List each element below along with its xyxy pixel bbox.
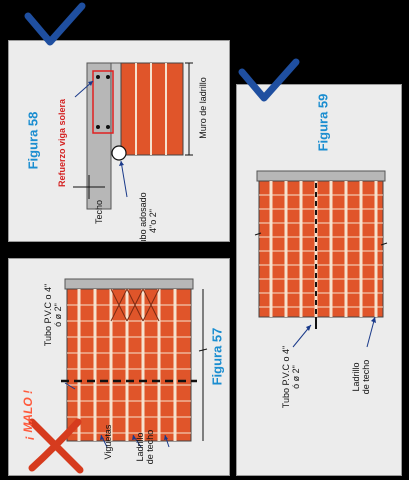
rebar-dots [96,75,110,129]
ladrillo-59-line2: de techo [361,359,371,395]
figure-59-panel: Figura 59 Tubo P.V.C o 4" ó ø 2" Ladrill… [236,84,402,476]
ladrillo-59-label: Ladrillo de techo [351,347,371,407]
checkmark-icon [238,58,300,102]
figure-58-title: Figura 58 [25,111,41,170]
ladrillo-57-label: Ladrillo de techo [135,419,155,475]
malo-warning: ¡ MALO ! [21,390,35,440]
ladrillo-57-line2: de techo [145,429,155,465]
figure-58-drawing [73,62,193,210]
concrete-beam [86,62,112,210]
ladrillo-57-line1: Ladrillo [135,432,145,462]
figure-58-panel: Figura 58 Refuerzo viga solera Muro de l… [8,40,230,242]
tubo-adosado-label: Tubo adosado 4"o 2" [138,186,158,242]
tubo-pvc-57-line2: ó ø 2" [53,303,63,327]
pipe-circle [111,145,127,161]
x-cross-icon [28,418,84,474]
tubo-pvc-59-line1: Tubo P.V.C o 4" [281,345,291,409]
brick-block-57 [66,288,192,442]
figure-57-drawing [61,278,208,448]
rebar-outline [92,70,114,134]
tubo-adosado-line1: Tubo adosado [138,192,148,242]
checkmark-icon [24,2,86,46]
brick-block-59 [258,180,384,318]
techo-label: Techo [94,199,104,225]
figure-57-title: Figura 57 [209,327,225,386]
tubo-pvc-59-line2: ó ø 2" [291,365,301,389]
muro-label: Muro de ladrillo [198,77,208,139]
tubo-pvc-57-label: Tubo P.V.C o 4" ó ø 2" [43,275,63,355]
viguetas-label: Viguetas [103,424,113,460]
ladrillo-59-line1: Ladrillo [351,362,361,392]
refuerzo-line1: Refuerzo viga [57,127,67,187]
refuerzo-label: Refuerzo viga solera [57,99,67,187]
tubo-adosado-line2: 4"o 2" [148,209,158,233]
tubo-pvc-59-label: Tubo P.V.C o 4" ó ø 2" [281,337,301,417]
figure-59-title: Figura 59 [315,93,331,152]
figure-59-drawing [254,170,388,348]
refuerzo-line2: solera [57,98,67,126]
tubo-pvc-57-line1: Tubo P.V.C o 4" [43,283,53,347]
